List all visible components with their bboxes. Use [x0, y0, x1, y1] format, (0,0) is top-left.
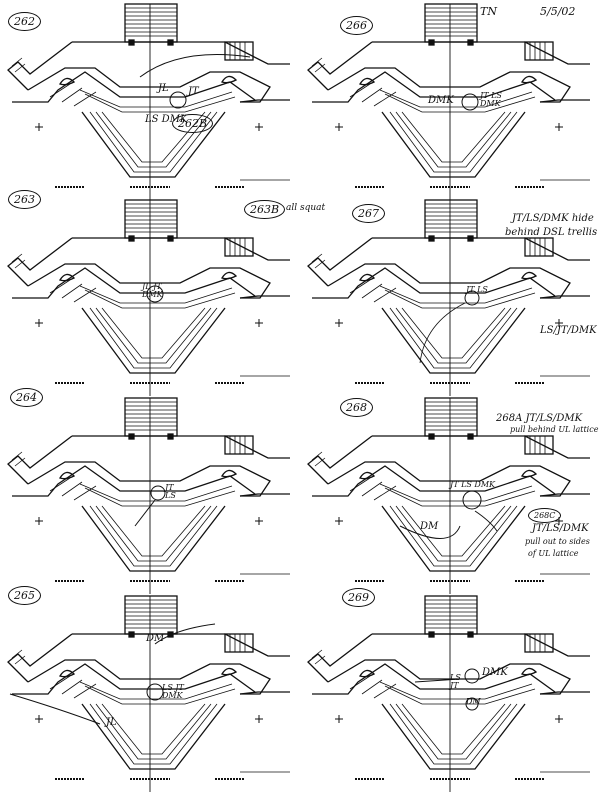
- stage-diagram-269: 269 DMK LS JT DM: [300, 588, 600, 792]
- note: JT LS DMK: [450, 480, 496, 489]
- note: all squat: [286, 203, 326, 213]
- cue-number: 268C: [528, 508, 562, 523]
- note: JL JT DMK: [142, 282, 163, 300]
- initials: TN: [480, 5, 497, 18]
- note: JT LS DMK: [480, 91, 502, 109]
- stage-diagram-267: 267 JT/LS/DMK hide behind DSL trellis JT…: [300, 198, 600, 396]
- cue-number: 269: [342, 588, 375, 607]
- note: LS DMK: [145, 114, 188, 125]
- note: LS JT DMK: [162, 683, 184, 701]
- note: of UL lattice: [528, 549, 579, 558]
- note: DM: [146, 633, 165, 644]
- note: DM: [420, 521, 439, 532]
- note: JT/LS/DMK: [532, 523, 589, 534]
- stage-plan: [0, 396, 300, 594]
- note: JL: [158, 83, 169, 94]
- cue-number: 268: [340, 398, 373, 417]
- stage-plan: [0, 198, 300, 396]
- cue-number: 262: [8, 12, 41, 31]
- cue-number: 262B: [172, 114, 214, 133]
- stage-diagram-268: 268 268A JT/LS/DMK pull behind UL lattic…: [300, 396, 600, 594]
- stage-diagram-266: 266 DMK JT LS DMK: [300, 2, 600, 200]
- note: DMK: [428, 95, 454, 106]
- note: pull out to sides: [525, 537, 590, 546]
- note: JT LS: [165, 483, 176, 501]
- note: LS/JT/DMK: [540, 325, 597, 336]
- note: DM: [466, 697, 481, 706]
- note: LS JT: [450, 673, 461, 691]
- stage-plan: [300, 198, 600, 396]
- stage-plan: [300, 2, 600, 200]
- cue-number: 266: [340, 16, 373, 35]
- note: JT LS: [466, 285, 488, 294]
- stage-diagram-263: 263 263B all squat JL JT DMK: [0, 190, 325, 396]
- cue-number: 263B: [244, 200, 286, 219]
- cue-number: 263: [8, 190, 41, 209]
- note: JT: [188, 86, 199, 97]
- note: pull behind UL lattice: [510, 425, 599, 434]
- note: JL: [106, 717, 117, 728]
- cue-number: 265: [8, 586, 41, 605]
- note: 268A JT/LS/DMK: [496, 413, 583, 424]
- stage-plan: [0, 594, 300, 792]
- cue-number: 264: [10, 388, 43, 407]
- note: JT/LS/DMK hide: [512, 213, 594, 224]
- stage-diagram-262: 262 JT JL LS DMK 262B: [0, 2, 300, 200]
- cue-number: 267: [352, 204, 385, 223]
- note: behind DSL trellis: [505, 227, 598, 238]
- date: 5/5/02: [540, 5, 576, 18]
- stage-diagram-264: 264 JT LS: [0, 388, 300, 594]
- stage-diagram-265: 265 DM LS JT DMK JL: [0, 586, 300, 792]
- stage-plan: [300, 396, 600, 594]
- stage-plan: [300, 594, 600, 792]
- note: DMK: [482, 667, 508, 678]
- stage-plan: [0, 2, 300, 200]
